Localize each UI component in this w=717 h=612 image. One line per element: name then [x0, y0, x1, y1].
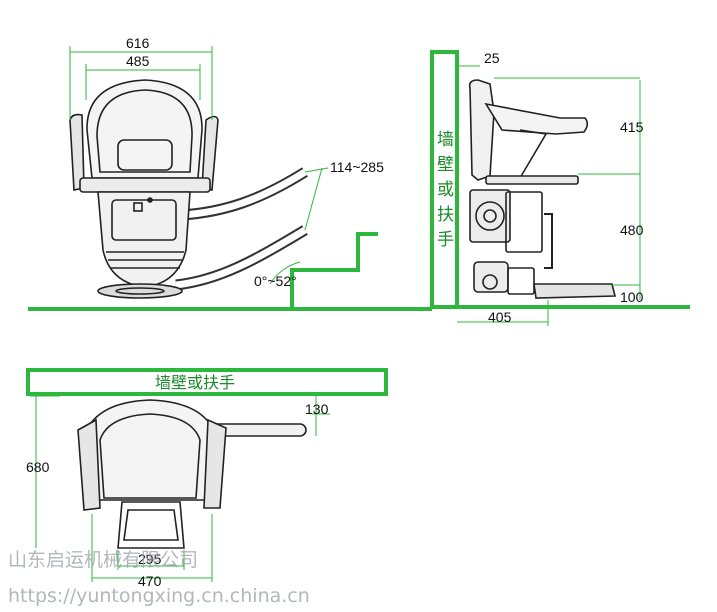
dim-inner-width: 295 — [138, 551, 162, 567]
dim-outer-width: 470 — [138, 573, 162, 589]
dim-footrest-height: 100 — [620, 289, 644, 305]
stair-steps — [290, 232, 378, 309]
chair-side-view — [468, 79, 617, 299]
dim-length: 680 — [26, 459, 50, 475]
svg-text:墙: 墙 — [437, 130, 454, 150]
dim-seat-height: 480 — [620, 222, 644, 238]
dim-incline-range: 0°~52° — [254, 273, 297, 289]
chair-top-view — [77, 399, 307, 549]
dim-footrest-range: 114~285 — [330, 159, 384, 175]
svg-text:手: 手 — [437, 230, 454, 250]
svg-text:或: 或 — [437, 180, 454, 200]
watermark-url: https://yuntongxing.cn.china.cn — [8, 585, 310, 607]
floor-lines — [28, 305, 690, 311]
dim-depth: 405 — [488, 309, 512, 325]
top-dimension-lines — [30, 395, 330, 582]
svg-text:扶: 扶 — [437, 205, 454, 225]
watermark-company: 山东启运机械有限公司 — [8, 549, 198, 571]
left-dimension-lines — [69, 46, 329, 285]
dim-width-inner: 485 — [126, 53, 150, 69]
dim-rail-gap: 130 — [305, 401, 329, 417]
dim-wall-gap: 25 — [484, 50, 500, 66]
chair-front-view — [69, 79, 308, 299]
wall-or-handrail-top — [26, 368, 388, 396]
wall-label-vertical: 墙 壁 或 扶 手 — [437, 130, 454, 250]
wall-label-horizontal: 墙壁或扶手 — [155, 373, 235, 392]
svg-text:壁: 壁 — [437, 155, 454, 175]
wall-or-handrail-profile — [430, 50, 459, 309]
dim-width-outer: 616 — [126, 35, 150, 51]
dim-arm-height: 415 — [620, 119, 644, 135]
right-dimension-lines — [457, 65, 641, 326]
